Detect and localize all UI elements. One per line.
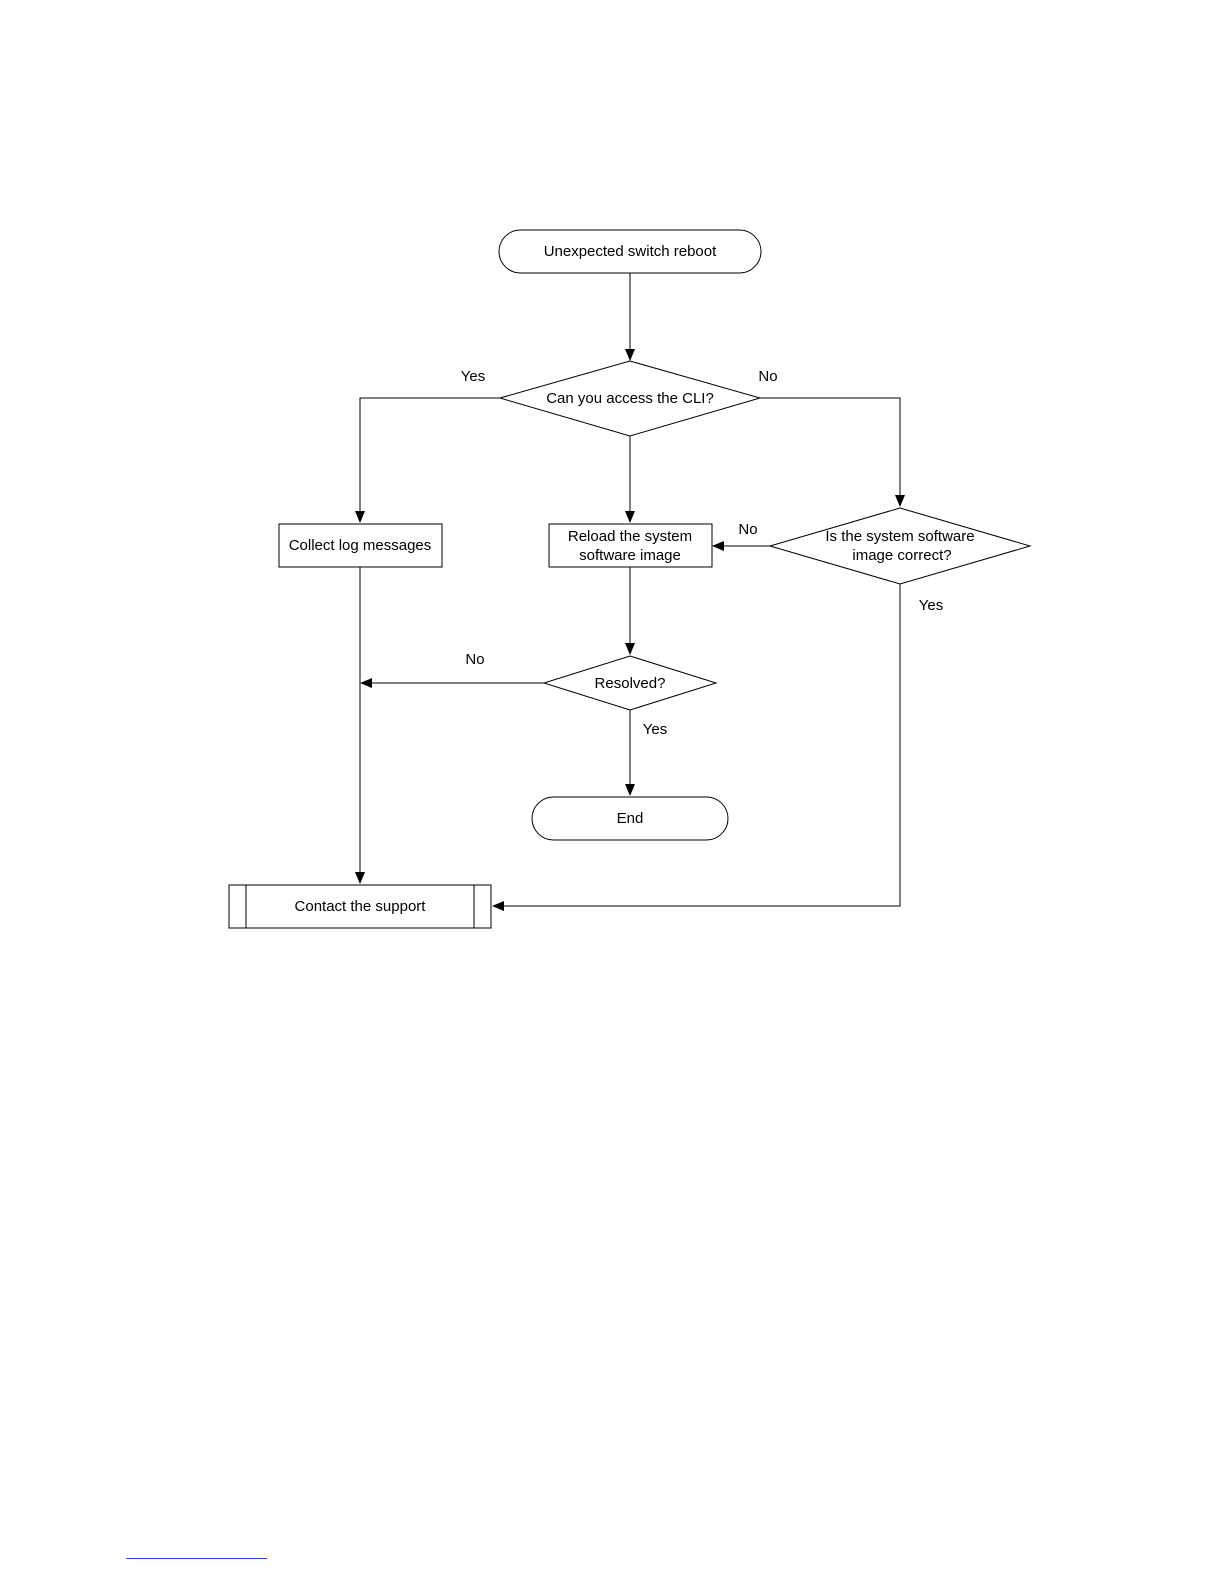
edge-label-cli-yes: Yes <box>461 368 485 385</box>
node-cli-check-label: Can you access the CLI? <box>546 390 714 407</box>
node-image-check-line2: image correct? <box>852 547 951 564</box>
arrowhead <box>712 541 724 551</box>
edge-label-image-no: No <box>738 521 757 538</box>
node-contact: Contact the support <box>229 885 491 928</box>
edge-label-resolved-no: No <box>465 651 484 668</box>
node-reload: Reload the system software image <box>549 524 712 567</box>
arrowhead <box>625 349 635 361</box>
arrowhead <box>895 495 905 507</box>
node-start-label: Unexpected switch reboot <box>544 243 717 260</box>
edge-label-cli-no: No <box>758 368 777 385</box>
node-cli-check: Can you access the CLI? <box>500 361 760 436</box>
node-resolved: Resolved? <box>544 656 716 710</box>
arrowhead <box>625 511 635 523</box>
edge-cli-no-to-image-check <box>760 398 900 497</box>
node-resolved-label: Resolved? <box>595 675 666 692</box>
edge-cli-yes-to-collect <box>360 398 500 513</box>
edge-label-resolved-yes: Yes <box>643 721 667 738</box>
node-end-label: End <box>617 810 644 827</box>
node-collect-logs: Collect log messages <box>279 524 442 567</box>
decision-shape <box>770 508 1030 584</box>
node-reload-line2: software image <box>579 547 681 564</box>
node-contact-label: Contact the support <box>295 898 427 915</box>
arrowhead <box>355 511 365 523</box>
node-start: Unexpected switch reboot <box>499 230 761 273</box>
arrowhead <box>492 901 504 911</box>
arrowhead <box>355 872 365 884</box>
node-end: End <box>532 797 728 840</box>
node-reload-line1: Reload the system <box>568 528 692 545</box>
node-image-check-line1: Is the system software <box>825 528 974 545</box>
footnote-rule <box>126 1558 267 1559</box>
arrowhead <box>625 643 635 655</box>
arrowhead <box>625 784 635 796</box>
edge-label-image-yes: Yes <box>919 597 943 614</box>
node-collect-logs-label: Collect log messages <box>289 537 432 554</box>
node-image-check: Is the system software image correct? <box>770 508 1030 584</box>
arrowhead <box>360 678 372 688</box>
edge-image-yes-to-contact <box>502 584 900 906</box>
